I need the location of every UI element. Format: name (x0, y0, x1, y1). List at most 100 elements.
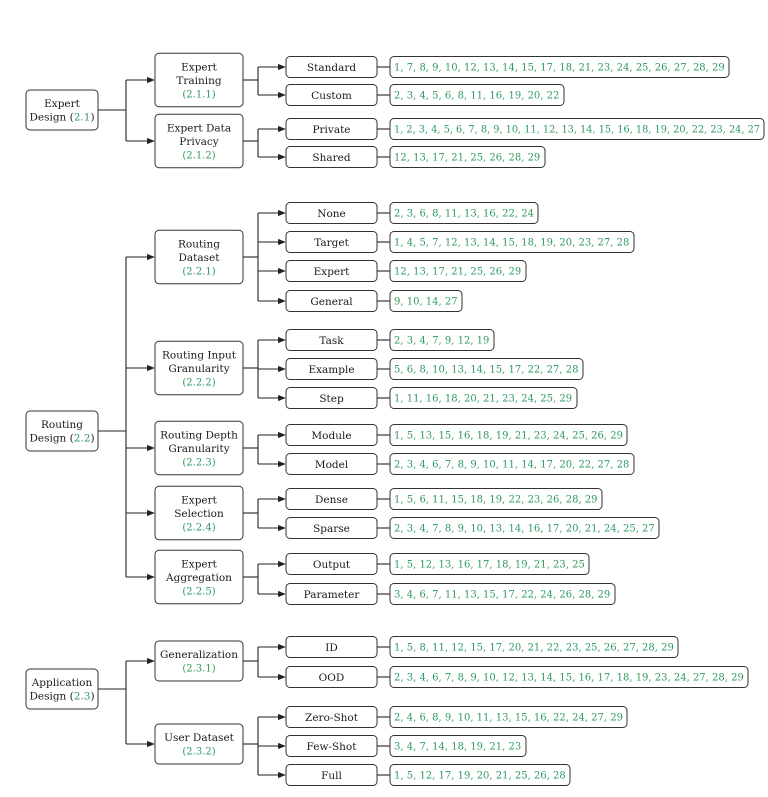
leaf-step: Step (285, 387, 378, 409)
group-expert-label-last: Design (29, 112, 66, 124)
leaf-module-box (285, 424, 378, 446)
leaf-shared-refs-text: 12, 13, 17, 21, 25, 26, 28, 29 (394, 153, 540, 164)
subgroup-2-2-1-label-line: Routing (178, 238, 220, 250)
group-routing-box (25, 410, 99, 452)
subgroup-2-3-1: Generalization(2.3.1) (154, 640, 244, 682)
leaf-dense: Dense (285, 488, 378, 510)
group-expert-paren-close: ) (90, 112, 94, 124)
leaf-module-label: Module (311, 430, 351, 442)
subgroup-2-2-5-label-line: Expert (181, 558, 218, 570)
leaf-parameter-refs-text: 3, 4, 6, 7, 11, 13, 15, 17, 22, 24, 26, … (394, 590, 610, 601)
subgroup-2-2-4-ref: (2.2.4) (182, 522, 215, 533)
group-application-ref: 2.3 (74, 691, 91, 703)
leaf-task-refs-box (389, 329, 495, 351)
subgroup-2-2-2-box (154, 340, 244, 396)
leaf-sparse: Sparse (285, 517, 378, 539)
group-application-box (25, 668, 99, 710)
leaf-model-label: Model (315, 459, 349, 471)
leaf-general: General (285, 290, 378, 312)
leaf-sparse-box (285, 517, 378, 539)
leaf-target-label: Target (314, 237, 349, 249)
leaf-standard-refs-box (389, 56, 730, 78)
leaf-private-refs-text: 1, 2, 3, 4, 5, 6, 7, 8, 9, 10, 11, 12, 1… (394, 125, 760, 136)
leaf-standard-box (285, 56, 378, 78)
leaf-shared-box (285, 146, 378, 168)
leaf-zero-shot-refs-box (389, 706, 628, 728)
subgroup-2-1-1-label-line: Training (176, 75, 222, 87)
leaf-few-shot-label: Few-Shot (307, 741, 358, 753)
subgroup-2-2-1-box (154, 229, 244, 285)
subgroup-2-2-5-label-line: Aggregation (165, 572, 232, 584)
leaf-task-label: Task (319, 335, 344, 347)
leaf-step-refs-text: 1, 11, 16, 18, 20, 21, 23, 24, 25, 29 (394, 394, 572, 405)
leaf-shared: Shared (285, 146, 378, 168)
leaf-id-refs-box (389, 636, 679, 658)
leaf-ood-refs: 2, 3, 4, 6, 7, 8, 9, 10, 12, 13, 14, 15,… (389, 666, 749, 688)
leaf-expert-refs-text: 12, 13, 17, 21, 25, 26, 29 (394, 267, 521, 278)
leaf-standard-label: Standard (307, 62, 356, 74)
leaf-zero-shot-refs: 2, 4, 6, 8, 9, 10, 11, 13, 15, 16, 22, 2… (389, 706, 628, 728)
group-application-paren-open: ( (66, 691, 73, 703)
leaf-model-refs-text: 2, 3, 4, 6, 7, 8, 9, 10, 11, 14, 17, 20,… (394, 460, 629, 471)
leaf-full-refs-text: 1, 5, 12, 17, 19, 20, 21, 25, 26, 28 (394, 771, 566, 782)
subgroup-2-3-1-ref: (2.3.1) (182, 664, 215, 675)
leaf-model-box (285, 453, 378, 475)
leaf-general-refs-text: 9, 10, 14, 27 (394, 297, 458, 308)
leaf-model-refs: 2, 3, 4, 6, 7, 8, 9, 10, 11, 14, 17, 20,… (389, 453, 635, 475)
leaf-few-shot-refs: 3, 4, 7, 14, 18, 19, 21, 23 (389, 735, 527, 757)
leaf-dense-refs-box (389, 488, 603, 510)
subgroup-2-1-2-box (154, 113, 244, 169)
leaf-private-box (285, 118, 378, 140)
leaf-few-shot-refs-text: 3, 4, 7, 14, 18, 19, 21, 23 (394, 742, 521, 753)
subgroup-2-2-1-label-line: Dataset (179, 252, 221, 264)
leaf-output-refs: 1, 5, 12, 13, 16, 17, 18, 19, 21, 23, 25 (389, 553, 590, 575)
leaf-full-label: Full (321, 770, 342, 782)
leaf-output-refs-box (389, 553, 590, 575)
leaf-parameter: Parameter (285, 583, 378, 605)
subgroup-2-2-4-label-line: Selection (174, 508, 224, 520)
subgroup-2-2-3-label-line: Routing Depth (160, 429, 238, 441)
group-expert-paren-open: ( (66, 112, 73, 124)
leaf-parameter-refs: 3, 4, 6, 7, 11, 13, 15, 17, 22, 24, 26, … (389, 583, 616, 605)
group-expert-box (25, 89, 99, 131)
subgroup-2-3-2-ref: (2.3.2) (182, 747, 215, 758)
group-routing-paren-close: ) (90, 433, 94, 445)
leaf-target-refs-box (389, 231, 635, 253)
leaf-output-box (285, 553, 378, 575)
group-routing-label-last: Design (29, 433, 66, 445)
leaf-task: Task (285, 329, 378, 351)
leaf-dense-refs-text: 1, 5, 6, 11, 15, 18, 19, 22, 23, 26, 28,… (394, 495, 598, 506)
leaf-custom-refs-box (389, 84, 565, 106)
leaf-target-refs-text: 1, 4, 5, 7, 12, 13, 14, 15, 18, 19, 20, … (394, 238, 629, 249)
leaf-few-shot: Few-Shot (285, 735, 378, 757)
subgroup-2-2-5-box (154, 549, 244, 605)
leaf-full: Full (285, 764, 378, 786)
group-application-paren-close: ) (90, 691, 94, 703)
group-expert-ref: 2.1 (74, 112, 91, 124)
subgroup-2-2-4-box (154, 485, 244, 541)
leaf-expert-box (285, 260, 378, 282)
leaf-task-refs: 2, 3, 4, 7, 9, 12, 19 (389, 329, 495, 351)
group-expert-label-line: Design (2.1) (29, 112, 94, 124)
leaf-general-refs-box (389, 290, 463, 312)
leaf-zero-shot-label: Zero-Shot (305, 712, 359, 724)
leaf-general-refs: 9, 10, 14, 27 (389, 290, 463, 312)
leaf-sparse-refs-box (389, 517, 660, 539)
subgroup-2-3-2-label-line: User Dataset (164, 732, 235, 744)
leaf-custom-label: Custom (311, 90, 352, 102)
leaf-model: Model (285, 453, 378, 475)
leaf-shared-refs: 12, 13, 17, 21, 25, 26, 28, 29 (389, 146, 546, 168)
leaf-expert-refs-box (389, 260, 527, 282)
leaf-ood-refs-text: 2, 3, 4, 6, 7, 8, 9, 10, 12, 13, 14, 15,… (394, 673, 744, 684)
leaf-private-refs: 1, 2, 3, 4, 5, 6, 7, 8, 9, 10, 11, 12, 1… (389, 118, 765, 140)
leaf-id-refs: 1, 5, 8, 11, 12, 15, 17, 20, 21, 22, 23,… (389, 636, 679, 658)
leaf-id-box (285, 636, 378, 658)
leaf-few-shot-box (285, 735, 378, 757)
leaf-general-box (285, 290, 378, 312)
leaf-zero-shot-box (285, 706, 378, 728)
